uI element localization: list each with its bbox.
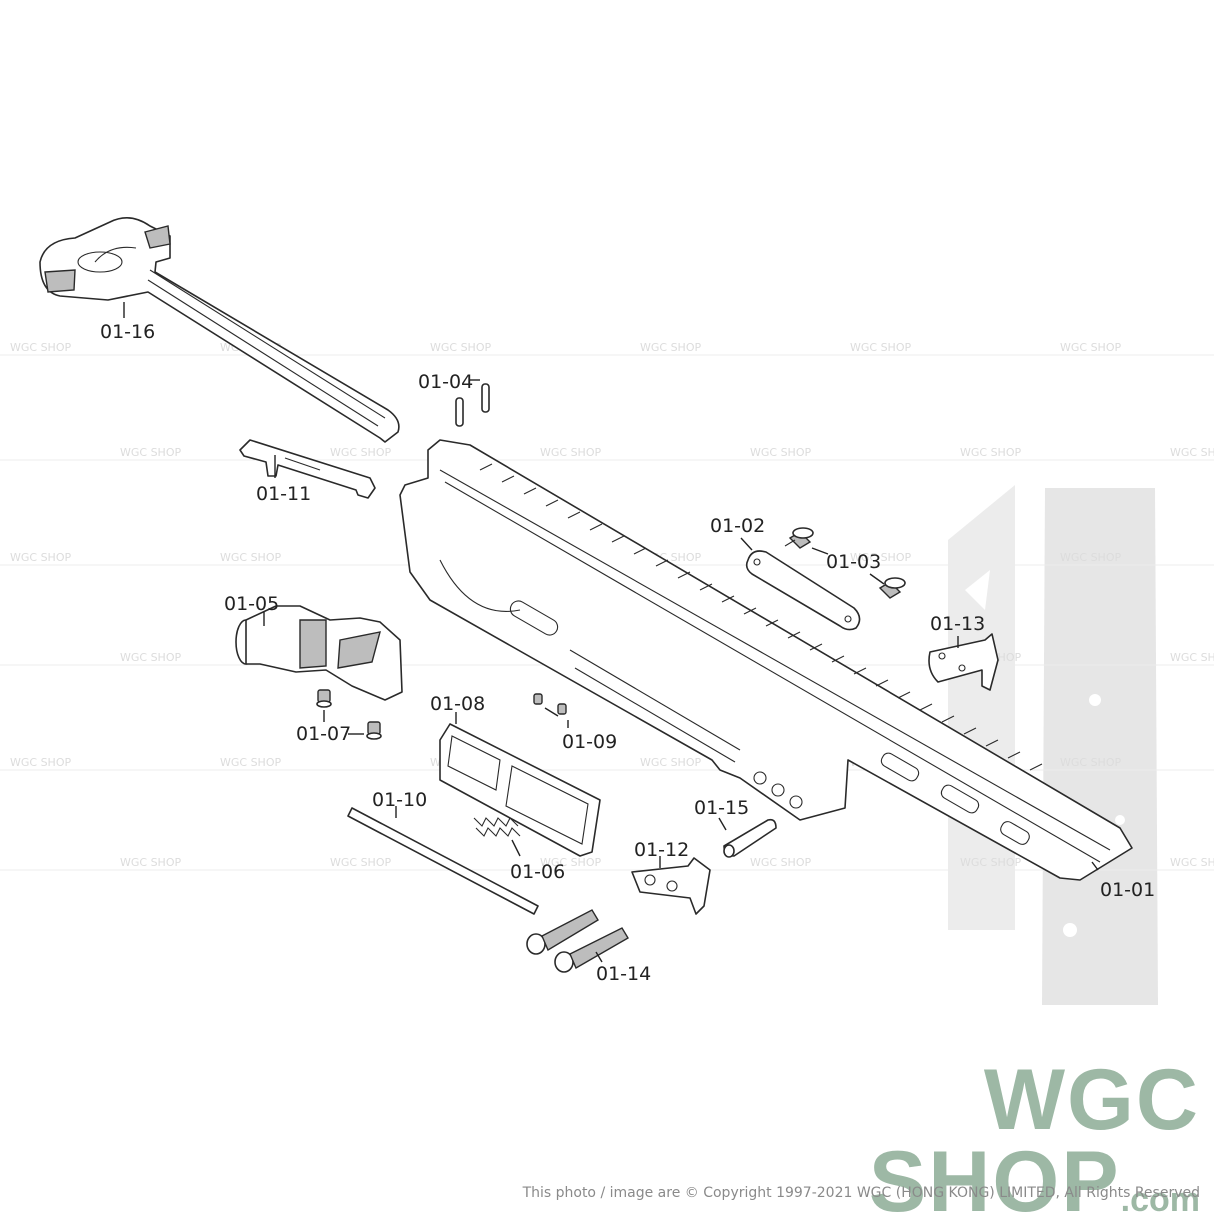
- bracket-part: [928, 633, 999, 691]
- watermark-text: WGC SHOP: [330, 856, 391, 869]
- label-01-14: 01-14: [596, 963, 651, 985]
- label-01-13: 01-13: [930, 613, 985, 635]
- watermark-text: WGC SHOP: [750, 446, 811, 459]
- front-bracket-part: [631, 857, 711, 915]
- link-bar-part: [745, 550, 861, 631]
- watermark-text: WGC SHOP: [850, 551, 911, 564]
- leader-lines: [123, 302, 1099, 963]
- logo-line-2: SHOP: [868, 1133, 1121, 1230]
- logo-domain: .com: [1120, 1180, 1200, 1219]
- label-01-07: 01-07: [296, 723, 351, 745]
- watermark-text: WGC SHOP: [640, 341, 701, 354]
- wgc-shop-logo: WGC SHOP.com: [869, 1052, 1200, 1225]
- watermark-text: WGC SHOP: [850, 341, 911, 354]
- watermark-text: WGC SHOP: [960, 446, 1021, 459]
- roll-pins-part: [455, 383, 490, 427]
- watermark-text: WGC SHOP: [430, 341, 491, 354]
- label-01-08: 01-08: [430, 693, 485, 715]
- label-01-16: 01-16: [100, 321, 155, 343]
- charging-handle-part: [39, 217, 400, 443]
- watermark-text: WGC SHOP: [1170, 446, 1214, 459]
- logo-line-1: WGC: [983, 1052, 1200, 1148]
- watermark-text: WGC SHOP: [540, 446, 601, 459]
- latch-part: [239, 439, 376, 499]
- spring-part: [473, 817, 521, 837]
- label-01-11: 01-11: [256, 483, 311, 505]
- label-01-10: 01-10: [372, 789, 427, 811]
- watermark-text: WGC SHOP: [960, 856, 1021, 869]
- pin-part: [723, 818, 777, 858]
- watermark-text: WGC SHOP: [640, 756, 701, 769]
- watermark-text: WGC SHOP: [540, 856, 601, 869]
- watermark-text: WGC SHOP: [220, 756, 281, 769]
- label-01-09: 01-09: [562, 731, 617, 753]
- label-01-15: 01-15: [694, 797, 749, 819]
- watermark-text: WGC SHOP: [1060, 551, 1121, 564]
- watermark-text: WGC SHOP: [1060, 756, 1121, 769]
- label-01-06: 01-06: [510, 861, 565, 883]
- watermark-text: WGC SHOP: [120, 446, 181, 459]
- long-screws-part: [526, 909, 629, 973]
- label-01-01: 01-01: [1100, 879, 1155, 901]
- watermark-text: WGC SHOP: [750, 856, 811, 869]
- watermark-text: WGC SHOP: [330, 446, 391, 459]
- label-01-05: 01-05: [224, 593, 279, 615]
- rail-slots: [479, 463, 1043, 771]
- watermark-text: WGC SHOP: [120, 651, 181, 664]
- rod-part: [347, 807, 539, 915]
- muzzle-device-part: [235, 605, 403, 701]
- muzzle-screws-part: [316, 689, 382, 740]
- watermark-text: WGC SHOP: [10, 756, 71, 769]
- dust-cover-part: [439, 723, 601, 857]
- label-01-02: 01-02: [710, 515, 765, 537]
- watermark-text: WGC SHOP: [10, 341, 71, 354]
- label-01-12: 01-12: [634, 839, 689, 861]
- set-screws-part: [533, 693, 567, 715]
- screws-part: [784, 527, 906, 599]
- copyright-notice: This photo / image are © Copyright 1997-…: [522, 1185, 1200, 1201]
- watermark-text: WGC SHOP: [1170, 651, 1214, 664]
- label-01-04: 01-04: [418, 371, 473, 393]
- watermark-text: WGC SHOP: [220, 551, 281, 564]
- upper-receiver-part: [399, 439, 1133, 881]
- part-labels: 01-16 01-04 01-11 01-02 01-03 01-13 01-0…: [100, 321, 1155, 985]
- watermark-text: WGC SHOP: [120, 856, 181, 869]
- watermark-text: WGC SHOP: [1170, 856, 1214, 869]
- watermark-text: WGC SHOP: [10, 551, 71, 564]
- label-01-03: 01-03: [826, 551, 881, 573]
- watermark-text: WGC SHOP: [1060, 341, 1121, 354]
